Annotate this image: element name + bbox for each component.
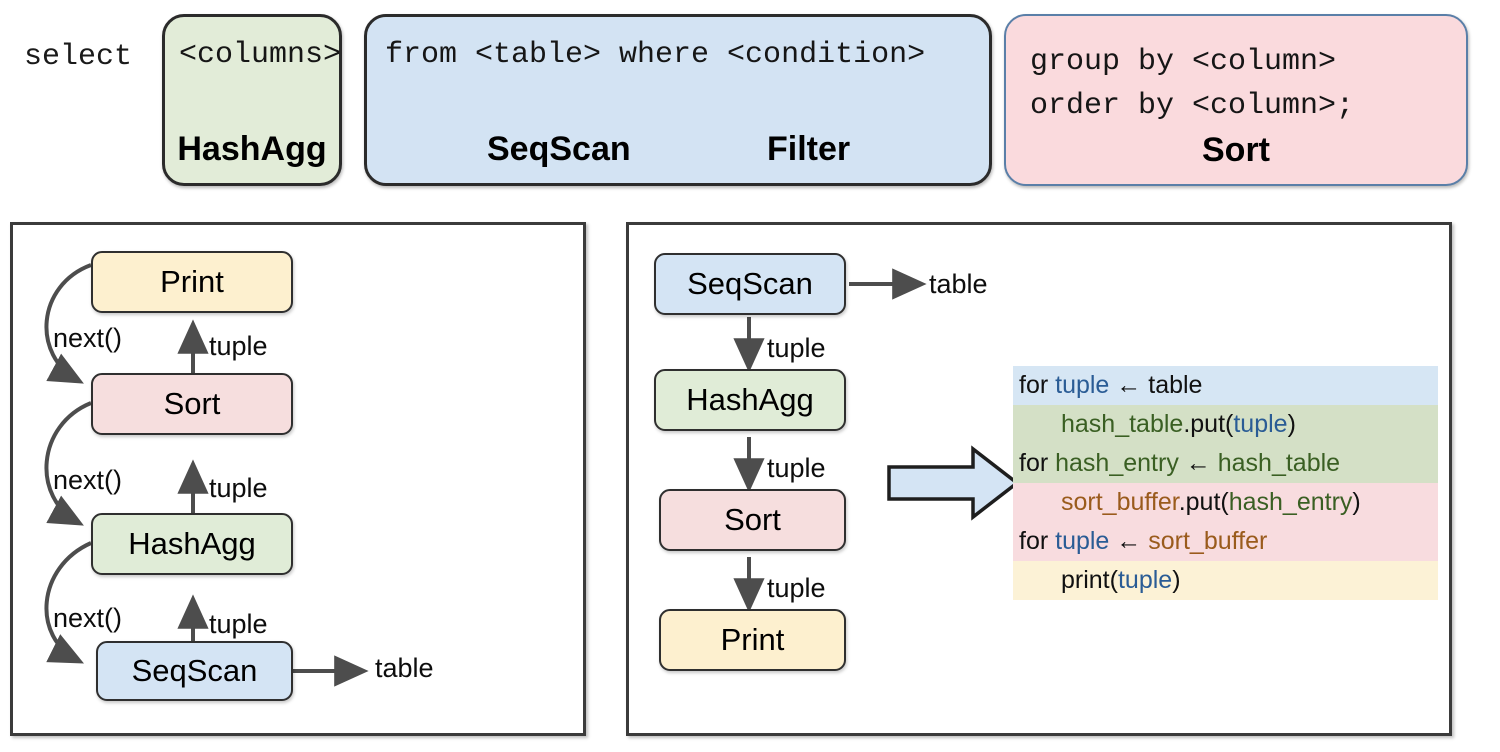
sql-statement-row: select <columns> HashAgg from <table> wh… xyxy=(0,0,1500,200)
pseudocode-token: ← xyxy=(1178,449,1218,477)
pseudocode-token: tuple xyxy=(1055,371,1110,399)
operator-label-filter: Filter xyxy=(767,130,851,168)
node-label-hashagg: HashAgg xyxy=(128,526,256,561)
pseudocode-token: for xyxy=(1019,371,1056,399)
pseudocode-token: hash_table xyxy=(1061,410,1184,438)
node-label-seqscan: SeqScan xyxy=(131,653,258,688)
pipeline-node-label-sort: Sort xyxy=(724,502,781,537)
edge-label-next-2: next() xyxy=(53,465,123,495)
edge-label-next-3: next() xyxy=(53,603,123,633)
pseudocode-token: ) xyxy=(1172,566,1181,594)
pseudocode-token: tuple xyxy=(1055,527,1110,555)
pseudocode-token: tuple xyxy=(1117,566,1173,594)
pipeline-node-sort[interactable]: Sort xyxy=(659,489,846,551)
compiles-to-arrow-icon xyxy=(887,445,1020,521)
pseudocode-token: ) xyxy=(1287,410,1296,438)
pseudocode-token: sort_buffer xyxy=(1148,527,1268,555)
pipeline-node-label-print: Print xyxy=(720,622,785,657)
pseudocode-line-4: sort_buffer.put(hash_entry) xyxy=(1013,483,1438,522)
sql-box-seqscan-filter[interactable]: from <table> where <condition> SeqScan F… xyxy=(364,14,992,186)
node-hashagg[interactable]: HashAgg xyxy=(91,513,293,575)
pseudocode-line-2: hash_table.put(tuple) xyxy=(1013,405,1438,444)
pipeline-node-hashagg[interactable]: HashAgg xyxy=(654,369,846,431)
pipeline-edge-label-tuple-3: tuple xyxy=(767,573,826,603)
pseudocode-line-3: for hash_entry ← hash_table xyxy=(1013,444,1438,483)
sql-box-hashagg[interactable]: <columns> HashAgg xyxy=(162,14,342,186)
pseudocode-token: ← xyxy=(1109,527,1149,555)
pseudocode-token: ) xyxy=(1352,488,1361,516)
pipeline-edge-label-tuple-1: tuple xyxy=(767,333,826,363)
iterator-model-panel: Print Sort HashAgg SeqScan next() next()… xyxy=(10,222,586,736)
operator-label-sort: Sort xyxy=(1202,131,1270,169)
sql-keyword-select: select xyxy=(24,40,133,74)
pipeline-node-label-hashagg: HashAgg xyxy=(686,382,814,417)
sql-fragment-from-where: from <table> where <condition> xyxy=(385,38,926,72)
sql-fragment-columns: <columns> xyxy=(179,38,342,72)
pseudocode-token: hash_entry xyxy=(1055,449,1179,477)
pseudocode-token: .put( xyxy=(1178,488,1229,516)
operator-label-hashagg: HashAgg xyxy=(177,130,327,168)
pipeline-edge-label-tuple-2: tuple xyxy=(767,453,826,483)
pipeline-node-seqscan[interactable]: SeqScan xyxy=(654,253,846,315)
edge-label-tuple-3: tuple xyxy=(209,609,268,639)
edge-label-next-1: next() xyxy=(53,323,123,353)
pseudocode-token: for xyxy=(1019,449,1056,477)
node-label-sort: Sort xyxy=(163,386,221,421)
pseudocode-token: for xyxy=(1019,527,1056,555)
pseudocode-token: hash_entry xyxy=(1228,488,1353,516)
pipeline-node-print[interactable]: Print xyxy=(659,609,846,671)
pseudocode-token: ← xyxy=(1109,371,1149,399)
node-seqscan[interactable]: SeqScan xyxy=(96,641,293,701)
pipeline-node-label-seqscan: SeqScan xyxy=(687,266,813,301)
sql-fragment-orderby: order by <column>; xyxy=(1030,89,1355,123)
pseudocode-token: hash_table xyxy=(1217,449,1341,477)
sql-box-sort[interactable]: group by <column> order by <column>; Sort xyxy=(1004,14,1468,186)
sql-fragment-groupby: group by <column> xyxy=(1030,45,1337,79)
pseudocode-line-5: for tuple ← sort_buffer xyxy=(1013,522,1438,561)
edge-label-tuple-2: tuple xyxy=(209,473,268,503)
pipeline-edge-label-table: table xyxy=(929,269,988,299)
pseudocode-line-1: for tuple ← table xyxy=(1013,366,1438,405)
sql-fragment-groupby-orderby: group by <column> order by <column>; xyxy=(1030,40,1456,128)
pseudocode-token: print( xyxy=(1061,566,1118,594)
pseudocode-token: .put( xyxy=(1183,410,1234,438)
pseudocode-token: sort_buffer xyxy=(1061,488,1179,516)
pseudocode-line-6: print(tuple) xyxy=(1013,561,1438,600)
edge-label-table: table xyxy=(375,653,434,683)
pseudocode-token: tuple xyxy=(1233,410,1288,438)
pseudocode-token: table xyxy=(1148,371,1203,399)
node-sort[interactable]: Sort xyxy=(91,373,293,435)
operator-label-seqscan: SeqScan xyxy=(487,130,631,168)
node-print[interactable]: Print xyxy=(91,251,293,313)
node-label-print: Print xyxy=(160,264,224,299)
edge-label-tuple-1: tuple xyxy=(209,331,268,361)
